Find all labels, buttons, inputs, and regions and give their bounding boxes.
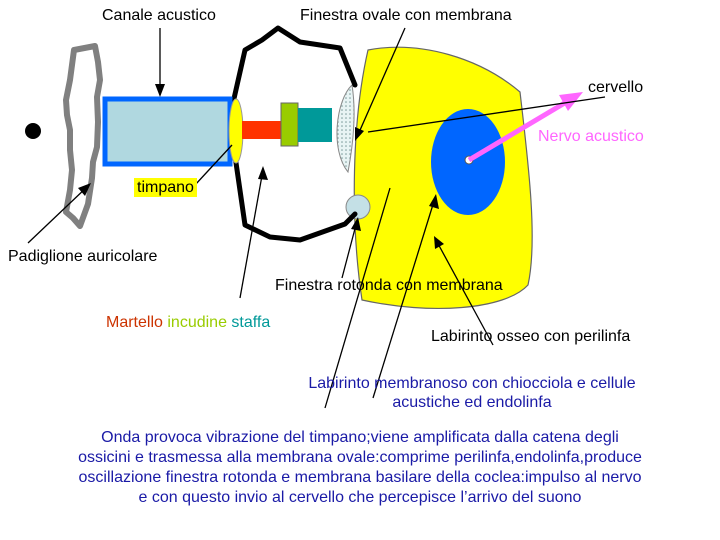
label-labirinto-membranoso-line1: Labirinto membranoso con chiocciola e ce… [308, 375, 636, 392]
caption-line-1: Onda provoca vibrazione del timpano;vien… [101, 429, 619, 446]
label-martello: Martello [106, 314, 163, 331]
label-incudine: incudine [167, 314, 227, 331]
arrowhead-canale [155, 84, 165, 97]
pointer-labirinto-membranoso [324, 187, 391, 409]
staffa [298, 108, 332, 142]
arrowhead-finestra-rotonda [351, 217, 361, 231]
caption: Onda provoca vibrazione del timpano;vien… [20, 428, 700, 508]
arrowhead-ossicini [258, 166, 268, 180]
pointer-labirinto-osseo [372, 197, 436, 399]
arrowhead-labirinto-osseo [429, 194, 439, 209]
incudine [280, 102, 299, 147]
pointer-lines [27, 27, 606, 409]
martello [242, 121, 281, 139]
finestra-ovale-membrana [336, 83, 355, 174]
label-labirinto-membranoso-line2: acustiche ed endolinfa [392, 394, 552, 411]
ear-opening-dot [25, 123, 41, 139]
caption-line-2: ossicini e trasmessa alla membrana ovale… [78, 449, 642, 466]
label-labirinto-osseo: Labirinto osseo con perilinfa [431, 328, 631, 345]
pointer-arrowheads [78, 84, 444, 249]
label-padiglione: Padiglione auricolare [8, 248, 158, 265]
label-ossicini: Martello incudine staffa [106, 313, 270, 332]
pointer-labirinto-inner [435, 239, 494, 346]
label-canale-acustico: Canale acustico [102, 7, 216, 24]
caption-line-3: oscillazione finestra rotonda e membrana… [78, 469, 642, 486]
arrowhead-padiglione [78, 183, 91, 196]
pointer-finestra-ovale [356, 27, 406, 138]
label-cervello: cervello [588, 79, 644, 96]
padiglione-auricolare [63, 43, 103, 229]
arrowhead-finestra-ovale [355, 127, 364, 141]
label-finestra-rotonda: Finestra rotonda con membrana [275, 277, 503, 294]
caption-line-4: e con questo invio al cervello che perce… [138, 489, 582, 506]
pointer-ossicini [239, 169, 264, 299]
label-finestra-ovale: Finestra ovale con membrana [300, 7, 512, 24]
finestra-rotonda [345, 194, 371, 220]
label-timpano: timpano [134, 178, 197, 197]
label-labirinto-membranoso: Labirinto membranoso con chiocciola e ce… [262, 374, 682, 412]
label-nervo-acustico: Nervo acustico [538, 128, 644, 145]
timpano [228, 98, 244, 164]
pointer-timpano [194, 144, 233, 186]
label-staffa: staffa [231, 314, 271, 331]
cassa-timpanica [230, 25, 358, 243]
pointer-cervello [367, 96, 606, 133]
arrowhead-labirinto-inner [434, 236, 444, 249]
pointer-padiglione [27, 185, 89, 244]
canale-acustico [102, 96, 233, 167]
nervo-acustico [467, 98, 570, 163]
pointer-finestra-rotonda [341, 220, 358, 279]
